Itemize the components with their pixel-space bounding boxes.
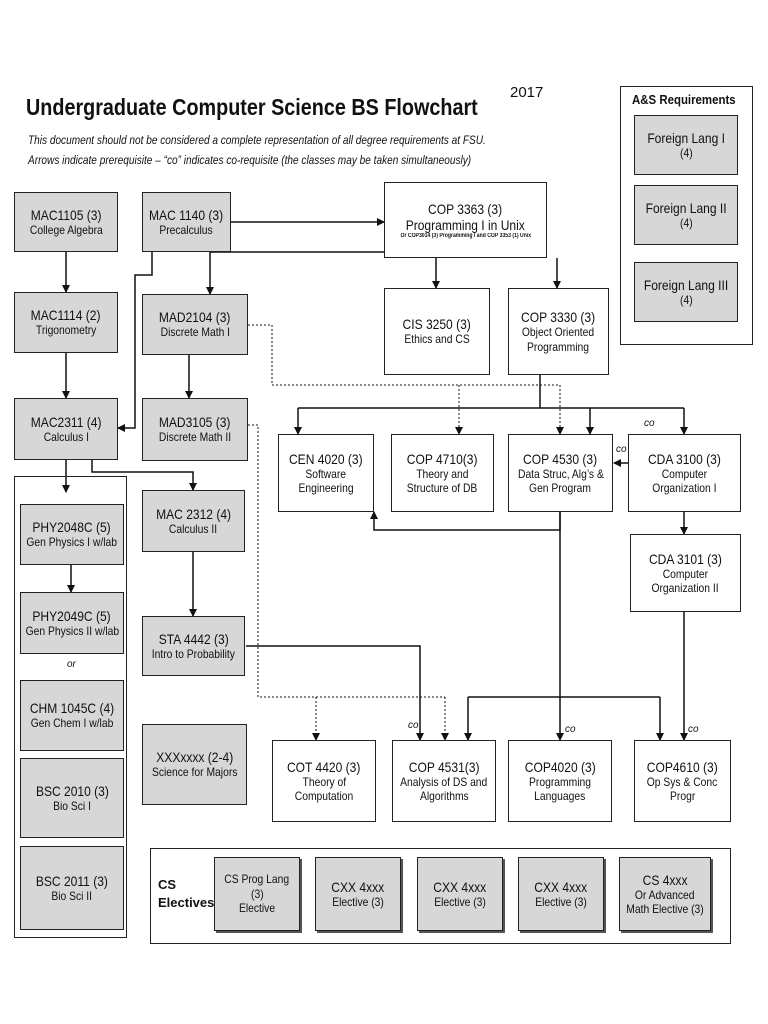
arrow-mac2311-mac2312	[91, 460, 197, 491]
elective-cs-prog-lang: CS Prog Lang (3) Elective	[214, 857, 300, 931]
course-cop3363: COP 3363 (3) Programming I in Unix Or CO…	[384, 182, 547, 258]
cs-electives-heading: CS Electives	[158, 877, 215, 911]
course-phy2049c: PHY2049C (5) Gen Physics II w/lab	[20, 592, 124, 654]
course-bsc2010: BSC 2010 (3) Bio Sci I	[20, 758, 124, 838]
arrow-cop4530-cen4020	[370, 511, 561, 531]
co-label-cop4530: co	[616, 444, 627, 455]
course-cop4530: COP 4530 (3) Data Struc, Alg’s & Gen Pro…	[508, 434, 613, 512]
course-cda3100: CDA 3100 (3) Computer Organization I	[628, 434, 741, 512]
science-or-label: or	[67, 659, 76, 670]
course-cop4610: COP4610 (3) Op Sys & Conc Progr	[634, 740, 731, 822]
course-mad3105: MAD3105 (3) Discrete Math II	[142, 398, 248, 461]
course-mac1114: MAC1114 (2) Trigonometry	[14, 292, 118, 353]
course-bsc2011: BSC 2011 (3) Bio Sci II	[20, 846, 124, 930]
course-cop3330: COP 3330 (3) Object Oriented Programming	[508, 288, 609, 375]
as-requirements-heading: A&S Requirements	[632, 92, 736, 107]
science-sequence-group	[14, 476, 127, 938]
course-cop4020: COP4020 (3) Programming Languages	[508, 740, 612, 822]
arrow-mac1140-mac2311	[117, 252, 153, 432]
foreign-lang-3-box: Foreign Lang III (4)	[634, 262, 738, 322]
co-label-sta4442: co	[408, 720, 419, 731]
course-cis3250: CIS 3250 (3) Ethics and CS	[384, 288, 490, 375]
arrow-cop3363-mad2104	[206, 251, 384, 295]
course-chm1045c: CHM 1045C (4) Gen Chem I w/lab	[20, 680, 124, 751]
arrow-legend-note: Arrows indicate prerequisite – “co” indi…	[28, 153, 472, 167]
course-sta4442: STA 4442 (3) Intro to Probability	[142, 616, 245, 676]
page-title: Undergraduate Computer Science BS Flowch…	[26, 94, 478, 120]
course-mac2311: MAC2311 (4) Calculus I	[14, 398, 118, 460]
as-requirements-panel	[620, 86, 753, 345]
course-cop4710: COP 4710(3) Theory and Structure of DB	[391, 434, 494, 512]
course-cen4020: CEN 4020 (3) Software Engineering	[278, 434, 374, 512]
disclaimer-note: This document should not be considered a…	[28, 133, 486, 147]
course-cot4420: COT 4420 (3) Theory of Computation	[272, 740, 376, 822]
elective-cxx-1: CXX 4xxx Elective (3)	[315, 857, 401, 931]
course-mad2104: MAD2104 (3) Discrete Math I	[142, 294, 248, 355]
foreign-lang-2-box: Foreign Lang II (4)	[634, 185, 738, 245]
co-label-cda3100: co	[644, 418, 655, 429]
elective-cxx-3: CXX 4xxx Elective (3)	[518, 857, 604, 931]
elective-cxx-2: CXX 4xxx Elective (3)	[417, 857, 503, 931]
co-label-cop4610: co	[688, 724, 699, 735]
course-phy2048c: PHY2048C (5) Gen Physics I w/lab	[20, 504, 124, 565]
foreign-lang-1-box: Foreign Lang I (4)	[634, 115, 738, 175]
course-mac1140: MAC 1140 (3) Precalculus	[142, 192, 231, 252]
co-label-cop4020: co	[565, 724, 576, 735]
course-science-for-majors: XXXxxxx (2-4) Science for Majors	[142, 724, 247, 805]
year-label: 2017	[510, 84, 544, 101]
arrow-sta4442-cop4531	[246, 645, 424, 741]
course-cop4531: COP 4531(3) Analysis of DS and Algorithm…	[392, 740, 496, 822]
course-mac2312: MAC 2312 (4) Calculus II	[142, 490, 245, 552]
elective-cs-4xxx: CS 4xxx Or Advanced Math Elective (3)	[619, 857, 711, 931]
course-mac1105: MAC1105 (3) College Algebra	[14, 192, 118, 252]
cs-electives-panel	[150, 848, 731, 944]
course-cda3101: CDA 3101 (3) Computer Organization II	[630, 534, 741, 612]
